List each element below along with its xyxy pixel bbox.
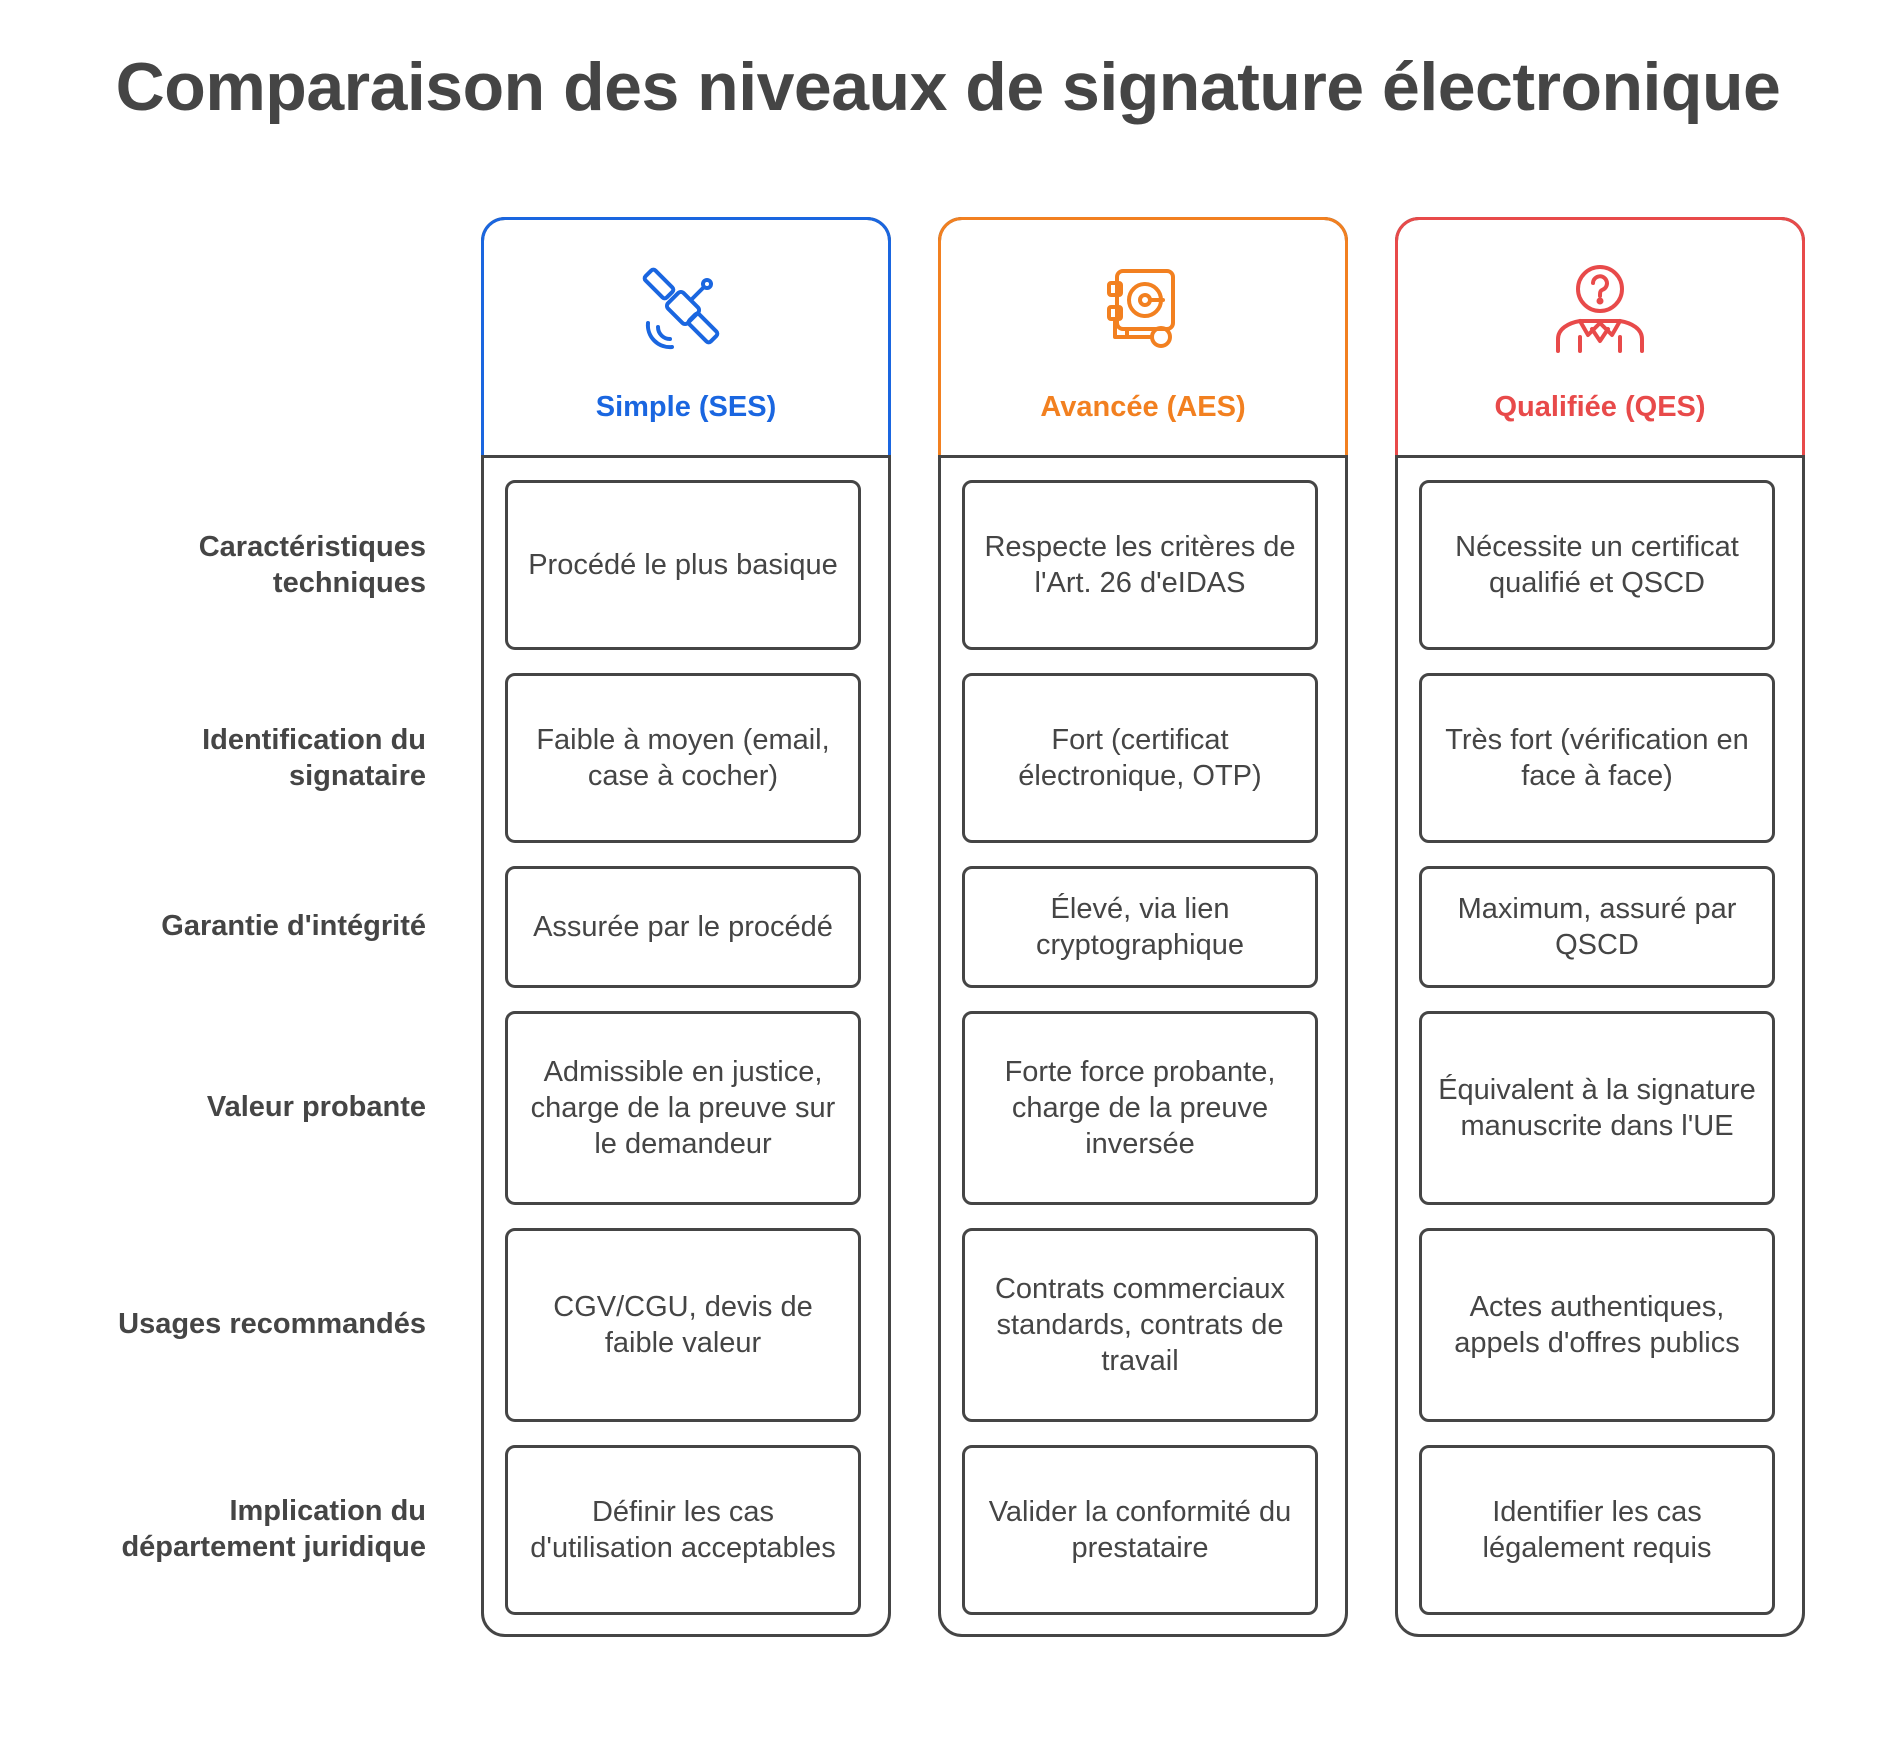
cell-text: Contrats commerciaux standards, contrats… xyxy=(994,1273,1286,1377)
cell-text: Très fort (vérification en face à face) xyxy=(1445,724,1749,792)
cell-ses-legal: Définir les cas d'utilisation acceptable… xyxy=(505,1445,861,1615)
row-label-legal-involvement: Implication du département juridique xyxy=(121,1495,426,1563)
cell-text: Nécessite un certificat qualifié et QSCD xyxy=(1455,531,1739,599)
cell-text: Maximum, assuré par QSCD xyxy=(1457,893,1737,961)
cell-text: Définir les cas d'utilisation acceptable… xyxy=(530,1496,836,1564)
cell-text: Forte force probante, charge de la preuv… xyxy=(1004,1056,1276,1160)
cell-qes-technical: Nécessite un certificat qualifié et QSCD xyxy=(1419,480,1775,650)
cell-ses-identification: Faible à moyen (email, case à cocher) xyxy=(505,673,861,843)
header-divider xyxy=(1395,455,1805,458)
column-aes: Avancée (AES) Respecte les critères de l… xyxy=(938,217,1348,1637)
cell-text: Valider la conformité du prestataire xyxy=(988,1496,1292,1564)
cell-ses-usages: CGV/CGU, devis de faible valeur xyxy=(505,1228,861,1422)
cell-qes-identification: Très fort (vérification en face à face) xyxy=(1419,673,1775,843)
satellite-icon xyxy=(642,267,720,350)
cell-text: Fort (certificat électronique, OTP) xyxy=(1018,724,1262,792)
cell-qes-integrity: Maximum, assuré par QSCD xyxy=(1419,866,1775,988)
column-header xyxy=(481,217,891,458)
cell-text: Équivalent à la signature manuscrite dan… xyxy=(1438,1074,1756,1142)
cell-text: Procédé le plus basique xyxy=(528,549,838,581)
header-divider xyxy=(481,455,891,458)
cell-aes-technical: Respecte les critères de l'Art. 26 d'eID… xyxy=(962,480,1318,650)
cell-text: Actes authentiques, appels d'offres publ… xyxy=(1454,1291,1740,1359)
cell-aes-usages: Contrats commerciaux standards, contrats… xyxy=(962,1228,1318,1422)
cell-aes-legal: Valider la conformité du prestataire xyxy=(962,1445,1318,1615)
safe-vault-icon xyxy=(1107,269,1175,348)
cell-text: Respecte les critères de l'Art. 26 d'eID… xyxy=(984,531,1296,599)
column-header xyxy=(938,217,1348,458)
cell-text: Identifier les cas légalement requis xyxy=(1482,1496,1712,1564)
column-label: Qualifiée (QES) xyxy=(1494,391,1706,423)
cell-ses-probative: Admissible en justice, charge de la preu… xyxy=(505,1011,861,1205)
header-divider xyxy=(938,455,1348,458)
row-label-integrity: Garantie d'intégrité xyxy=(161,910,426,942)
row-label-identification: Identification du signataire xyxy=(202,724,426,792)
cell-text: Faible à moyen (email, case à cocher) xyxy=(536,724,830,792)
page-title: Comparaison des niveaux de signature éle… xyxy=(115,49,1781,125)
cell-aes-identification: Fort (certificat électronique, OTP) xyxy=(962,673,1318,843)
cell-text: Élevé, via lien cryptographique xyxy=(1036,893,1244,961)
cell-text: CGV/CGU, devis de faible valeur xyxy=(553,1291,813,1359)
column-label: Avancée (AES) xyxy=(1040,391,1246,423)
question-person-icon xyxy=(1556,265,1644,353)
cell-text: Admissible en justice, charge de la preu… xyxy=(530,1056,836,1160)
column-qes: Qualifiée (QES) Nécessite un certificat … xyxy=(1395,217,1805,1637)
cell-qes-usages: Actes authentiques, appels d'offres publ… xyxy=(1419,1228,1775,1422)
column-ses: Simple (SES) Procédé le plus basique Fai… xyxy=(481,217,891,1637)
cell-qes-legal: Identifier les cas légalement requis xyxy=(1419,1445,1775,1615)
cell-text: Assurée par le procédé xyxy=(533,911,833,943)
row-label-usages: Usages recommandés xyxy=(118,1308,426,1340)
row-label-technical: Caractéristiques techniques xyxy=(198,531,426,599)
cell-ses-technical: Procédé le plus basique xyxy=(505,480,861,650)
cell-ses-integrity: Assurée par le procédé xyxy=(505,866,861,988)
row-label-probative-value: Valeur probante xyxy=(206,1091,426,1123)
column-label: Simple (SES) xyxy=(595,391,777,423)
column-header xyxy=(1395,217,1805,458)
cell-qes-probative: Équivalent à la signature manuscrite dan… xyxy=(1419,1011,1775,1205)
cell-aes-integrity: Élevé, via lien cryptographique xyxy=(962,866,1318,988)
cell-aes-probative: Forte force probante, charge de la preuv… xyxy=(962,1011,1318,1205)
